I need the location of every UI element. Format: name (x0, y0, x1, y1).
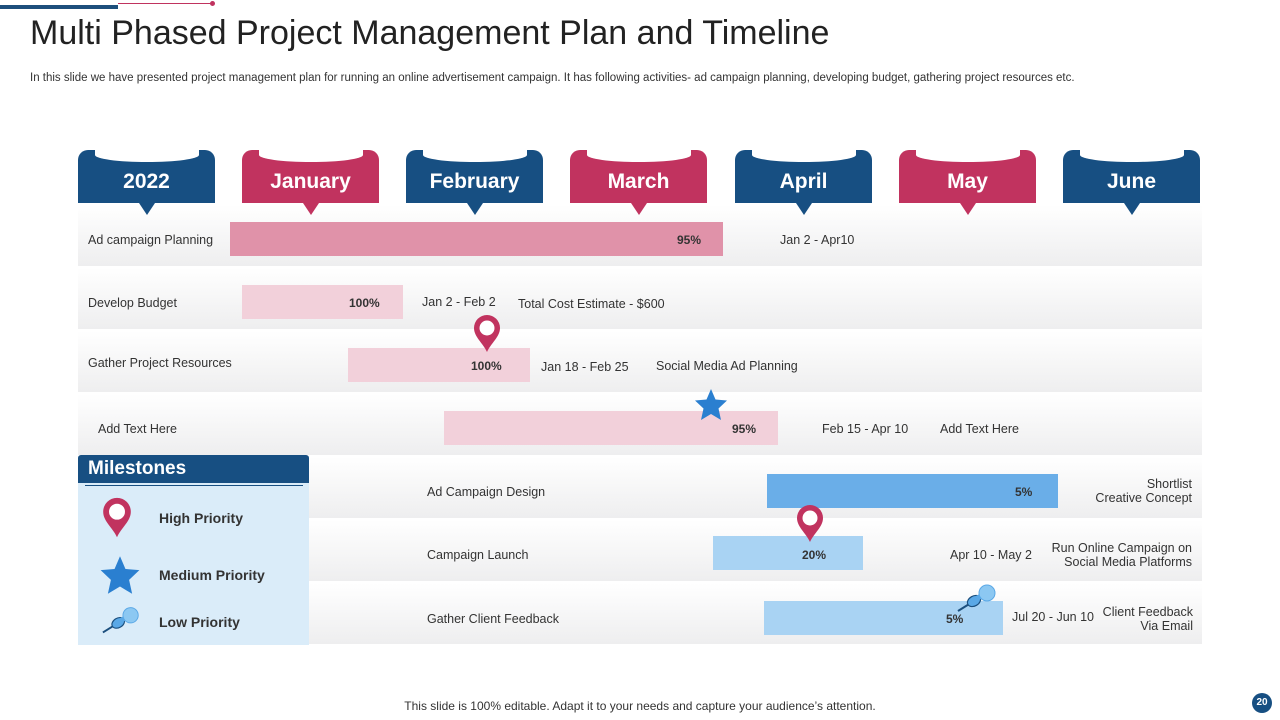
page-number: 20 (1252, 693, 1272, 713)
row-label: Develop Budget (88, 296, 177, 310)
task-percent: 5% (1015, 485, 1033, 499)
push-pin-icon (957, 584, 996, 612)
map-pin-icon (474, 315, 500, 352)
header-january: January (242, 148, 379, 215)
push-pin-icon (102, 607, 139, 634)
milestones-panel (78, 456, 309, 645)
header-march: March (570, 148, 707, 215)
row-label: Ad campaign Planning (88, 233, 214, 247)
task-dates: Jan 2 - Apr10 (780, 233, 855, 247)
task-percent: 95% (732, 422, 757, 436)
task-note: Social Media Ad Planning (656, 359, 798, 373)
row-label: Gather Project Resources (88, 356, 232, 370)
legend-label-high: High Priority (159, 510, 244, 526)
legend-label-low: Low Priority (159, 614, 240, 630)
row-label: Gather Client Feedback (427, 612, 560, 626)
map-pin-icon (797, 505, 823, 542)
header-june: June (1063, 148, 1200, 215)
star-icon (695, 389, 727, 420)
task-bar (444, 411, 778, 445)
accent-bar (0, 5, 118, 9)
map-pin-icon (103, 497, 131, 538)
task-percent: 100% (349, 296, 380, 310)
task-note: Add Text Here (940, 422, 1019, 436)
task-dates: Apr 10 - May 2 (950, 548, 1032, 562)
task-percent: 20% (802, 548, 827, 562)
task-dates: Feb 15 - Apr 10 (822, 422, 909, 436)
legend-label-medium: Medium Priority (159, 567, 265, 583)
row-label: Add Text Here (98, 422, 177, 436)
task-dates: Jul 20 - Jun 10 (1012, 610, 1094, 624)
milestones-heading: Milestones (78, 455, 309, 483)
header-may: May (899, 148, 1036, 215)
task-bar (242, 285, 403, 319)
header-year: 2022 (78, 148, 215, 215)
task-note: Total Cost Estimate - $600 (518, 297, 665, 311)
row-label: Campaign Launch (427, 548, 529, 562)
task-dates: Jan 18 - Feb 25 (541, 360, 629, 374)
task-bar (767, 474, 1058, 508)
row-band (78, 331, 1202, 392)
page-subtitle: In this slide we have presented project … (30, 72, 1075, 84)
accent-line (118, 3, 212, 4)
accent-dot (210, 1, 215, 6)
task-percent: 100% (471, 359, 502, 373)
task-bar (713, 536, 863, 570)
star-icon (100, 556, 140, 594)
task-percent: 95% (677, 233, 702, 247)
footer-note: This slide is 100% editable. Adapt it to… (404, 699, 876, 713)
task-bar (230, 222, 723, 256)
task-dates: Jan 2 - Feb 2 (422, 295, 496, 309)
header-april: April (735, 148, 872, 215)
header-february: February (406, 148, 543, 215)
milestones-divider (85, 485, 303, 486)
task-bar (348, 348, 530, 382)
task-percent: 5% (946, 612, 964, 626)
row-label: Ad Campaign Design (427, 485, 546, 499)
page-title: Multi Phased Project Management Plan and… (30, 14, 830, 52)
